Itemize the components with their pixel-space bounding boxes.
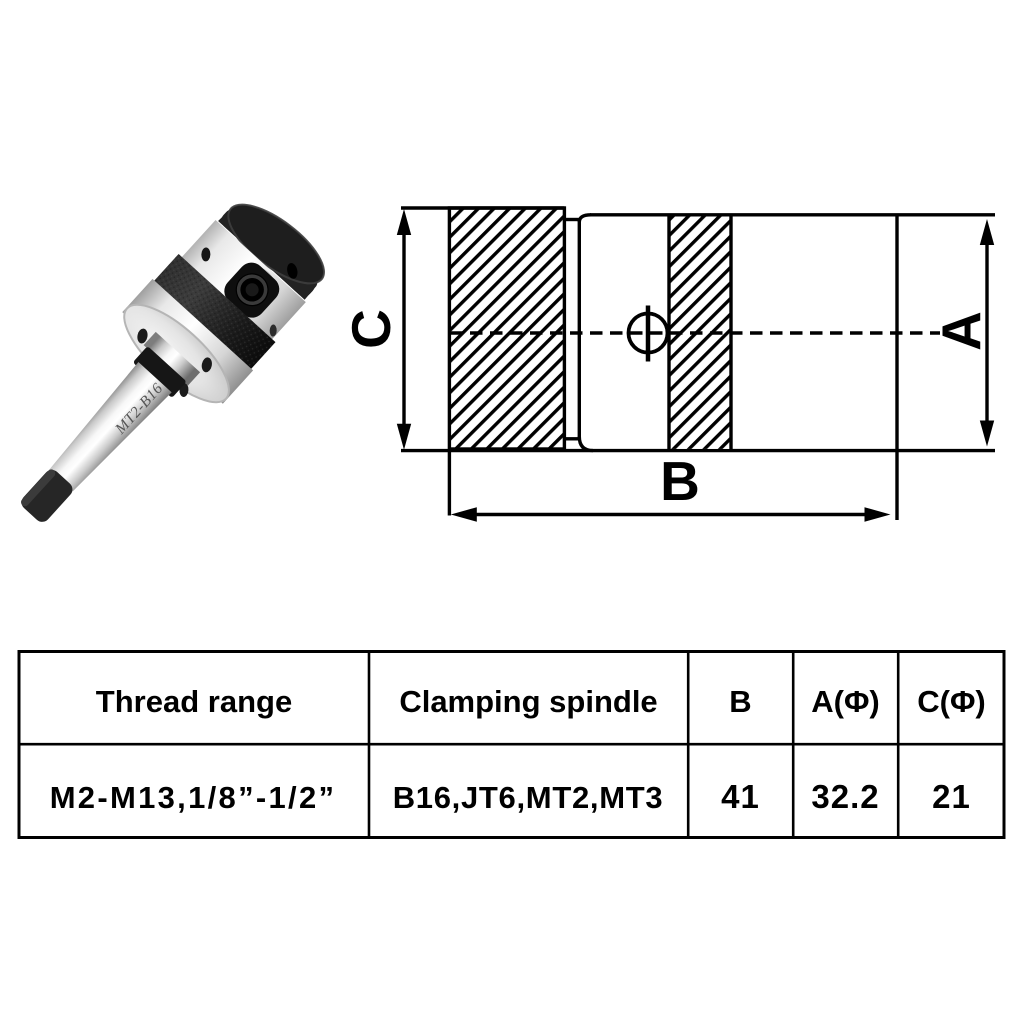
svg-text:A(Φ): A(Φ) bbox=[811, 684, 879, 719]
svg-text:A: A bbox=[930, 311, 992, 351]
svg-text:41: 41 bbox=[721, 778, 760, 815]
svg-text:32.2: 32.2 bbox=[811, 778, 879, 815]
svg-text:C: C bbox=[340, 309, 402, 349]
svg-text:Thread range: Thread range bbox=[96, 684, 292, 719]
svg-text:21: 21 bbox=[932, 778, 971, 815]
svg-text:M2-M13,1/8”-1/2”: M2-M13,1/8”-1/2” bbox=[50, 780, 337, 815]
svg-text:C(Φ): C(Φ) bbox=[917, 684, 985, 719]
svg-text:Clamping spindle: Clamping spindle bbox=[399, 684, 657, 719]
svg-text:B: B bbox=[729, 684, 751, 719]
svg-text:B: B bbox=[660, 450, 700, 512]
svg-text:B16,JT6,MT2,MT3: B16,JT6,MT2,MT3 bbox=[393, 780, 664, 815]
